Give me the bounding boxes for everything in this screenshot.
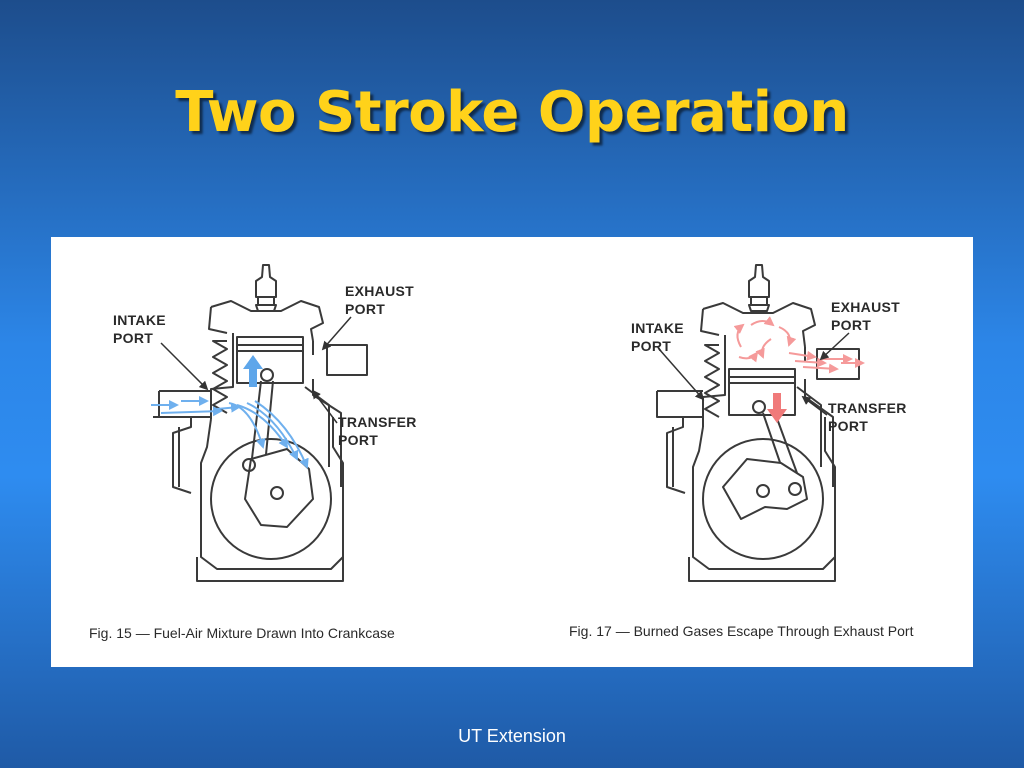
cooling-fins-left — [212, 340, 228, 414]
figure-caption-left: Fig. 15 — Fuel-Air Mixture Drawn Into Cr… — [89, 625, 395, 641]
burned-gas-flow-arrows — [733, 316, 865, 374]
cooling-fins-right — [704, 344, 720, 418]
piston-right — [728, 368, 796, 416]
crankcase-right — [692, 417, 836, 570]
figure-caption-right: Fig. 17 — Burned Gases Escape Through Ex… — [569, 623, 914, 639]
label-transfer-port-right: TRANSFER PORT — [828, 400, 907, 434]
label-intake-port-left: INTAKE PORT — [113, 312, 166, 346]
piston-left — [236, 336, 304, 384]
slide-title: Two Stroke Operation — [175, 80, 849, 145]
leader-intake-left — [160, 342, 209, 391]
cylinder-head-right — [702, 302, 816, 348]
piston-arrow-up — [243, 355, 263, 387]
fuel-air-flow-arrows — [151, 396, 309, 469]
exhaust-port-pipe-left — [326, 344, 368, 376]
engine-diagrams — [151, 264, 865, 582]
piston-arrow-down — [767, 393, 787, 423]
crank-right — [722, 458, 808, 520]
leader-transfer-right — [801, 395, 828, 416]
crankcase-left — [200, 417, 344, 570]
spark-plug-right — [748, 264, 770, 312]
label-exhaust-port-right: EXHAUST PORT — [831, 299, 900, 333]
cylinder-head-left — [210, 300, 324, 342]
leader-transfer-left — [311, 389, 338, 424]
intake-port-pipe-right — [656, 390, 703, 418]
engine-diagram-intake — [153, 264, 368, 582]
leader-exhaust-right — [819, 332, 850, 361]
label-transfer-port-left: TRANSFER PORT — [338, 414, 417, 448]
label-exhaust-port-left: EXHAUST PORT — [345, 283, 414, 317]
leader-exhaust-left — [321, 316, 352, 351]
leader-intake-right — [658, 348, 705, 401]
label-intake-port-right: INTAKE PORT — [631, 320, 684, 354]
spark-plug-left — [255, 264, 277, 312]
footer-text: UT Extension — [458, 726, 566, 746]
engine-diagram-exhaust — [656, 264, 860, 582]
figure-panel: EXHAUST PORT INTAKE PORT TRANSFER PORT F… — [51, 237, 973, 667]
